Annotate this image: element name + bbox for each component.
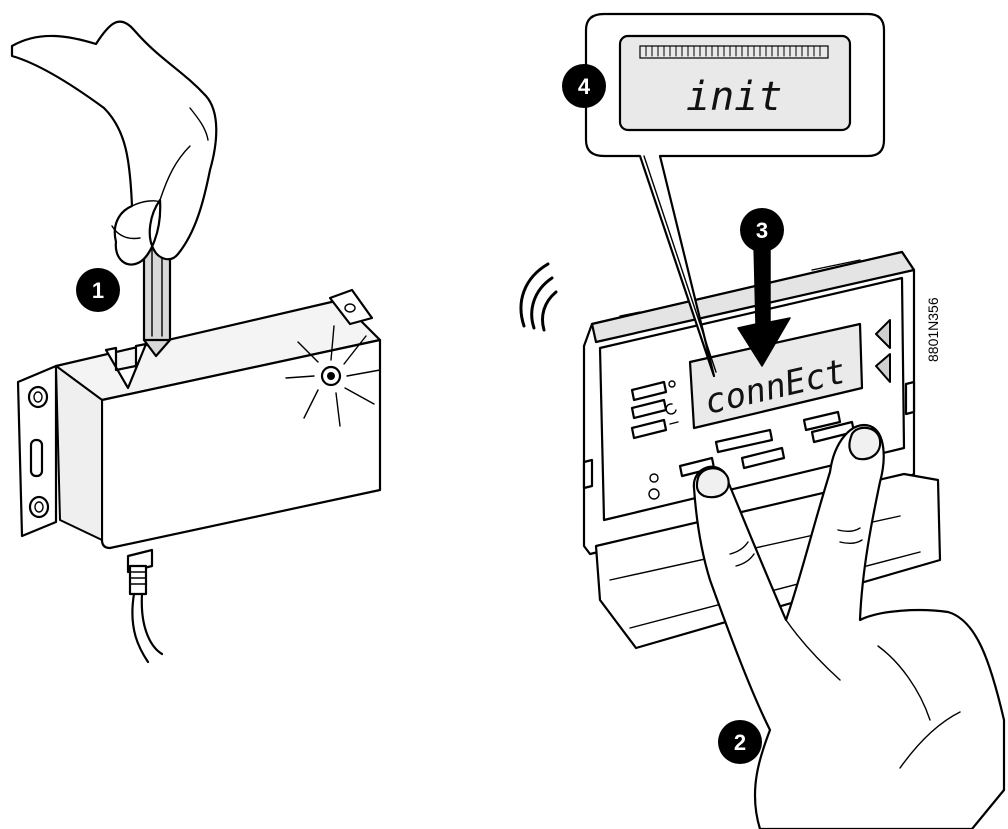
step-badge-1: 1: [76, 268, 120, 312]
step-badge-2: 2: [718, 720, 762, 764]
bargraph-ticks: [639, 45, 829, 59]
right-hand: [692, 423, 1006, 829]
lower-buttons: [648, 410, 856, 500]
step-badge-3: 3: [740, 208, 784, 252]
navigation-arrows: [875, 319, 891, 383]
mode-buttons: [630, 380, 679, 440]
left-hand: [10, 20, 218, 266]
step-number-4: 4: [578, 74, 591, 99]
led-blink-rays: [285, 325, 381, 427]
step-badge-4: 4: [562, 64, 606, 108]
step-number-2: 2: [734, 730, 746, 755]
figure-code: 8801N356: [925, 297, 941, 362]
step-number-1: 1: [92, 278, 104, 303]
display-callout: init: [584, 12, 886, 378]
receiver-box: [16, 288, 382, 664]
wireless-signal-icon: [519, 262, 558, 332]
zoom-display-text: init: [686, 74, 782, 120]
power-cable: [126, 548, 164, 664]
press-arrow: [104, 342, 148, 390]
focus-arrow: [737, 241, 791, 367]
step-number-3: 3: [756, 218, 768, 243]
led-indicator: [320, 365, 342, 387]
